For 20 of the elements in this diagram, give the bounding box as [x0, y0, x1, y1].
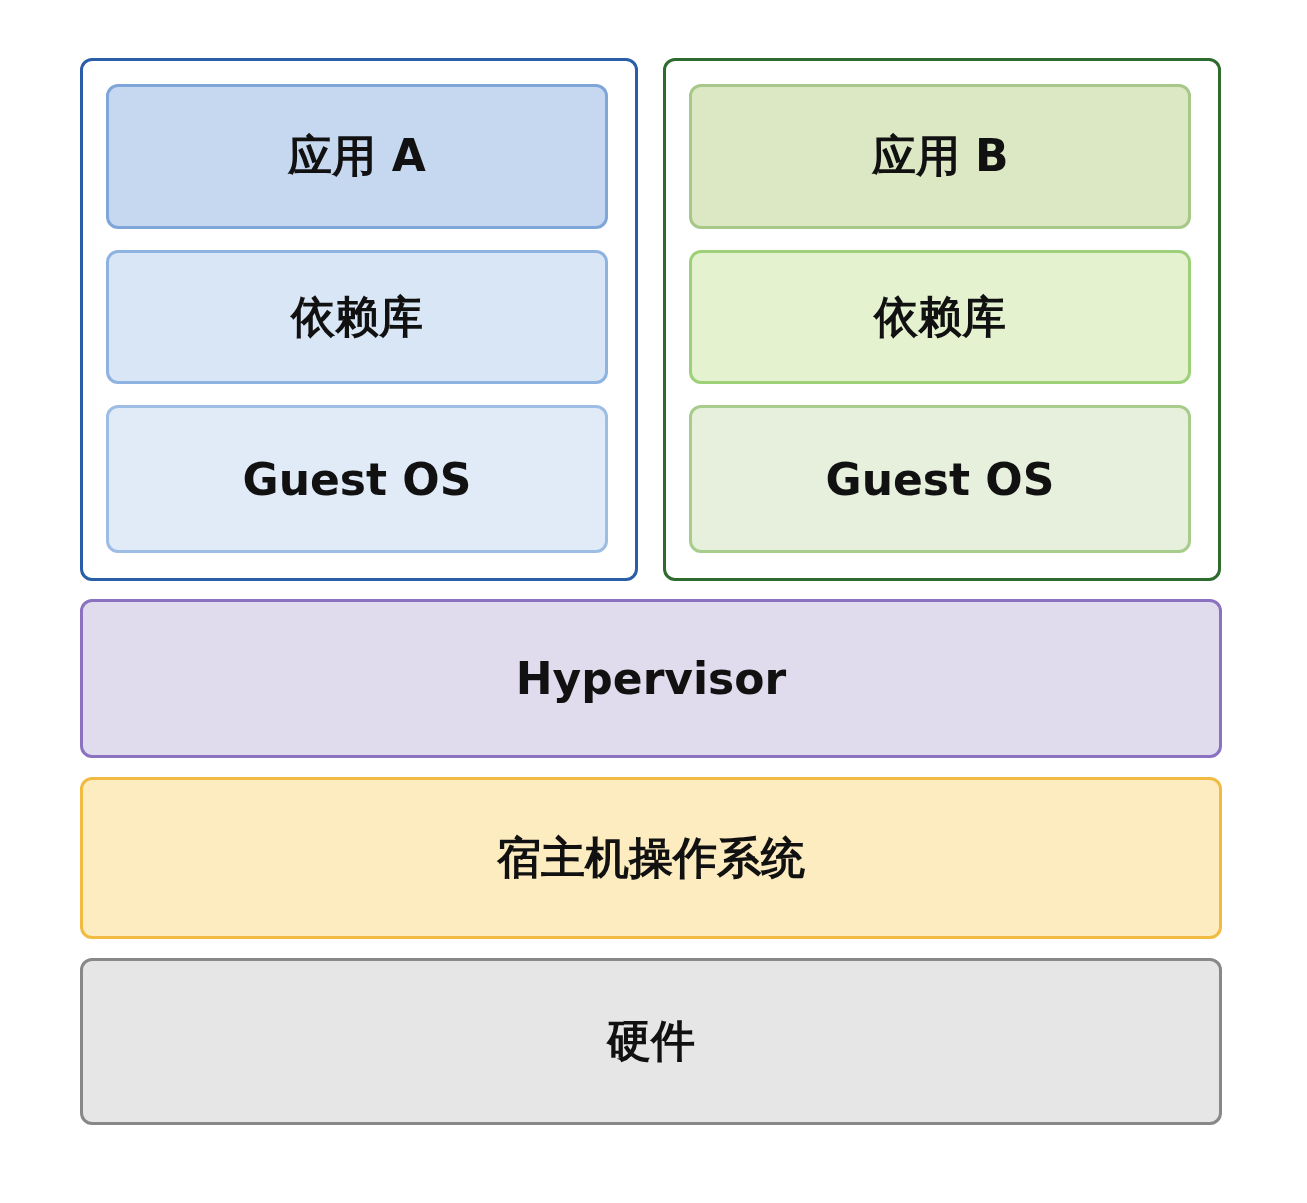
container-box: [80, 58, 638, 581]
layer-box: [80, 958, 1222, 1125]
layer-label: 应用 B: [871, 129, 1009, 183]
layer-box: [689, 84, 1191, 229]
layer-box: [80, 777, 1222, 939]
layer-label: Guest OS: [825, 453, 1055, 505]
layer-label: 依赖库: [291, 289, 423, 344]
layer-label: 宿主机操作系统: [497, 830, 805, 885]
layer-box: [689, 405, 1191, 553]
layer-box: [106, 405, 608, 553]
layer-box: [106, 250, 608, 384]
layer-box: [80, 599, 1222, 758]
layer-label: 依赖库: [874, 289, 1006, 344]
layer-label: Guest OS: [242, 453, 472, 505]
layer-box: [689, 250, 1191, 384]
layer-label: 应用 A: [288, 129, 426, 183]
layer-box: [106, 84, 608, 229]
layer-label: 硬件: [607, 1014, 695, 1068]
layer-label: Hypervisor: [515, 653, 787, 704]
container-box: [663, 58, 1221, 581]
